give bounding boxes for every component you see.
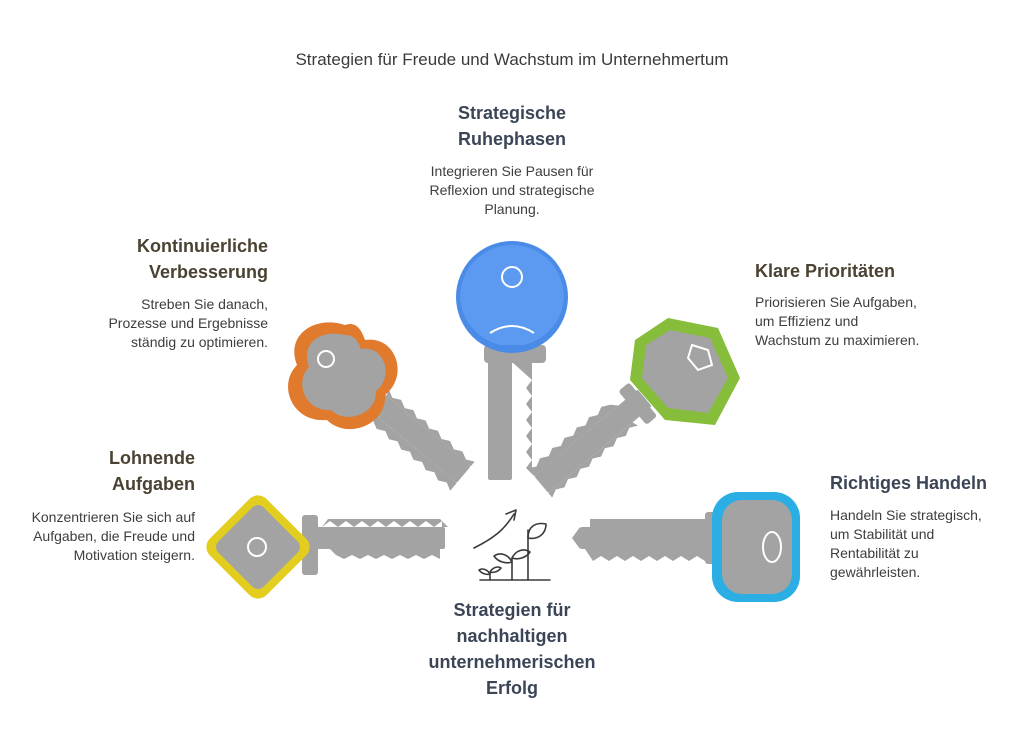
key-shaft	[305, 527, 445, 549]
key-shaft	[488, 360, 512, 480]
key-bit	[548, 422, 638, 498]
key-bit	[590, 519, 710, 527]
key-bow	[302, 333, 386, 417]
key-notch	[489, 325, 535, 334]
desc-kontinuierliche-verbesserung: Streben Sie danach, Prozesse und Ergebni…	[108, 296, 268, 350]
key-bow	[642, 330, 728, 413]
key-bit	[322, 519, 448, 527]
desc-klare-prioritaeten: Priorisieren Sie Aufgaben, um Effizienz …	[755, 294, 920, 348]
key-collar	[302, 515, 318, 575]
heading-klare-prioritaeten: Klare Prioritäten	[755, 261, 896, 281]
page-title: Strategien für Freude und Wachstum im Un…	[295, 50, 729, 69]
key-hole	[317, 350, 335, 368]
key-hole	[247, 537, 267, 557]
key-shaft	[535, 390, 651, 493]
key-teeth	[527, 404, 619, 477]
key-tip	[572, 527, 580, 549]
key-teeth	[512, 362, 532, 474]
desc-lohnende-aufgaben: Konzentrieren Sie sich auf Aufgaben, die…	[31, 509, 195, 563]
growth-plant-icon	[473, 509, 551, 581]
key-shaft	[580, 527, 720, 549]
heading-lohnende-aufgaben: Lohnende Aufgaben	[109, 448, 195, 494]
key-hole	[762, 531, 782, 563]
key-teeth	[585, 549, 705, 561]
key-bow	[216, 505, 300, 589]
center-label: Strategien für nachhaltigen unternehmeri…	[428, 600, 596, 698]
key-strategische-ruhephasen	[456, 241, 568, 480]
heading-richtiges-handeln: Richtiges Handeln	[830, 473, 988, 493]
desc-richtiges-handeln: Handeln Sie strategisch, um Stabilität u…	[830, 507, 982, 580]
key-collar	[619, 383, 657, 424]
key-kontinuierliche-verbesserung	[288, 322, 475, 491]
desc-strategische-ruhephasen: Integrieren Sie Pausen für Reflexion und…	[429, 163, 595, 217]
heading-kontinuierliche-verbesserung: Kontinuierliche Verbesserung	[136, 236, 268, 282]
key-teeth	[372, 412, 457, 491]
key-hole	[501, 266, 523, 288]
key-richtiges-handeln	[572, 492, 800, 602]
key-klare-prioritaeten	[527, 318, 740, 498]
key-bow	[722, 500, 792, 594]
key-bow	[460, 245, 564, 345]
key-bit	[386, 389, 475, 467]
heading-strategische-ruhephasen: Strategische Ruhephasen	[457, 103, 567, 149]
key-teeth	[330, 549, 440, 559]
key-lohnende-aufgaben	[206, 495, 448, 599]
key-hole	[686, 343, 714, 372]
